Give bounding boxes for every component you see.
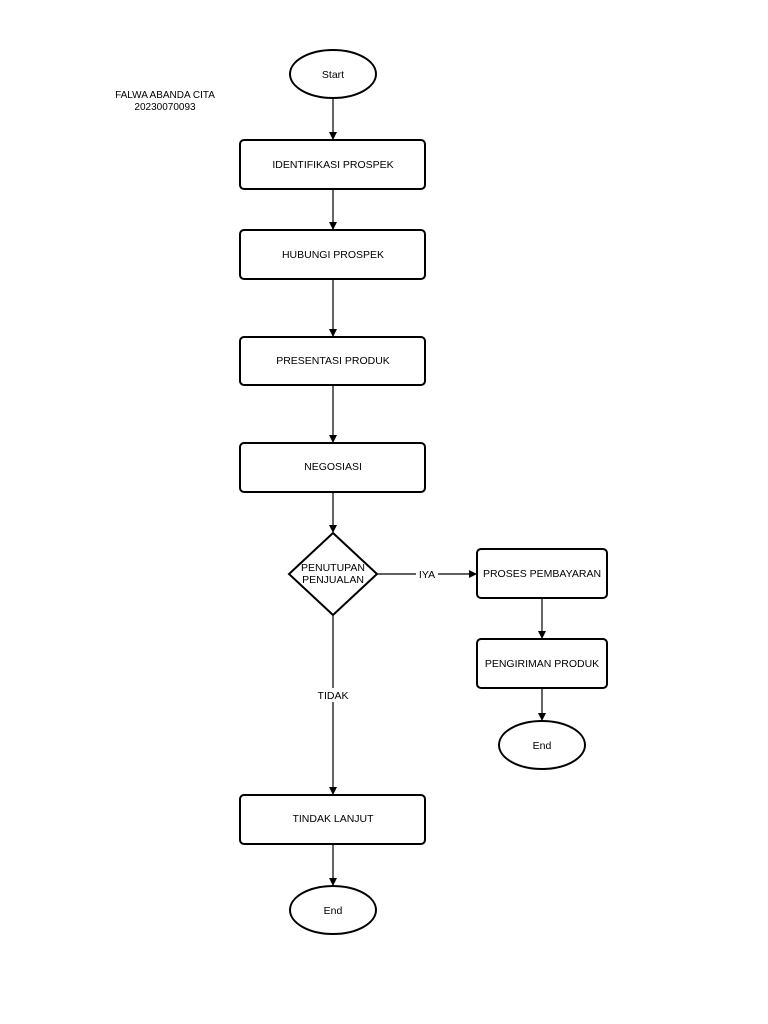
negotiation-node: NEGOSIASI (239, 442, 426, 493)
payment-process-label: PROSES PEMBAYARAN (483, 568, 601, 580)
negotiation-label: NEGOSIASI (304, 461, 362, 473)
present-product-label: PRESENTASI PRODUK (276, 355, 390, 367)
yes-edge-label: IYA (419, 569, 435, 581)
end-right-node: End (498, 720, 586, 770)
contact-prospect-label: HUBUNGI PROSPEK (282, 249, 384, 261)
start-label: Start (322, 69, 344, 81)
closing-label-line2: PENJUALAN (302, 574, 364, 586)
present-product-node: PRESENTASI PRODUK (239, 336, 426, 386)
author-name: FALWA ABANDA CITA (115, 90, 215, 101)
follow-up-node: TINDAK LANJUT (239, 794, 426, 845)
author-id: 20230070093 (134, 102, 196, 113)
no-edge-label: TIDAK (318, 690, 349, 702)
author-info: FALWA ABANDA CITA 20230070093 (100, 90, 230, 114)
end-bottom-label: End (324, 905, 343, 917)
end-right-label: End (533, 740, 552, 752)
contact-prospect-node: HUBUNGI PROSPEK (239, 229, 426, 280)
product-shipping-node: PENGIRIMAN PRODUK (476, 638, 608, 689)
payment-process-node: PROSES PEMBAYARAN (476, 548, 608, 599)
closing-decision-node: PENUTUPAN PENJUALAN (287, 531, 379, 617)
end-bottom-node: End (289, 885, 377, 935)
closing-label-line1: PENUTUPAN (301, 562, 365, 574)
product-shipping-label: PENGIRIMAN PRODUK (485, 658, 599, 670)
follow-up-label: TINDAK LANJUT (292, 813, 374, 825)
identify-prospect-node: IDENTIFIKASI PROSPEK (239, 139, 426, 190)
identify-prospect-label: IDENTIFIKASI PROSPEK (272, 159, 393, 171)
start-node: Start (289, 49, 377, 99)
